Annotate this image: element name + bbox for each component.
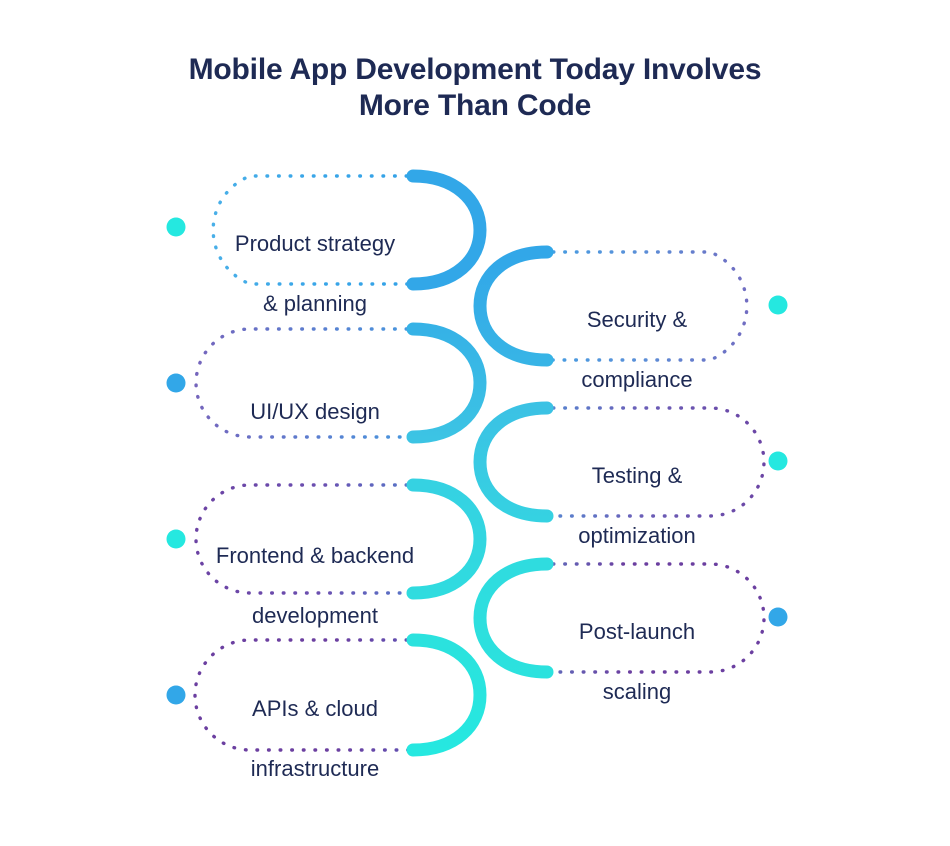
left-node-3-solid: [406, 478, 487, 600]
right-node-3-dotted: [528, 562, 766, 674]
left-node-1-dot: [166, 217, 186, 237]
left-node-1-solid: [406, 169, 487, 291]
right-node-3-solid: [473, 557, 554, 679]
left-node-4-solid: [406, 633, 487, 757]
left-node-2-dotted: [194, 327, 432, 439]
left-node-3-dotted: [194, 483, 432, 595]
left-node-3-shape: [194, 478, 487, 600]
right-node-1-solid: [473, 245, 554, 367]
right-node-2-dotted: [528, 406, 766, 518]
right-node-1-dotted: [528, 250, 749, 362]
left-node-4-dotted: [193, 638, 432, 752]
right-node-1-dot: [768, 295, 788, 315]
title-line-1: Mobile App Development Today Involves: [188, 53, 762, 86]
right-node-3-dot: [768, 607, 788, 627]
left-node-1-dotted: [211, 174, 432, 286]
left-node-4-shape: [193, 633, 487, 757]
right-node-1-shape: [473, 245, 749, 367]
left-node-2-solid: [406, 322, 487, 444]
right-node-2-solid: [473, 401, 554, 523]
left-node-2-dot: [166, 373, 186, 393]
title-line-2: More Than Code: [358, 89, 592, 122]
left-node-3-dot: [166, 529, 186, 549]
left-node-1-shape: [211, 169, 487, 291]
right-node-3-shape: [473, 557, 766, 679]
right-node-2-dot: [768, 451, 788, 471]
right-node-2-shape: [473, 401, 766, 523]
left-node-2-shape: [194, 322, 487, 444]
left-node-4-dot: [166, 685, 186, 705]
page-title: Mobile App Development Today Involves Mo…: [0, 52, 950, 124]
